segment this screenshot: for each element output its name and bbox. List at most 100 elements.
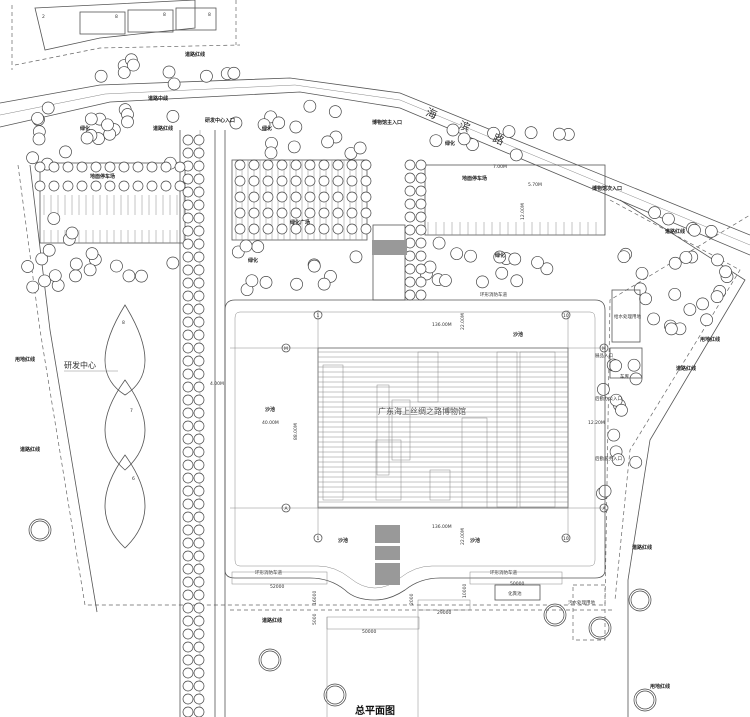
tree-icon — [193, 511, 205, 523]
tree-icon — [182, 225, 194, 237]
dimension-label: 88.00M — [293, 423, 299, 440]
tree-icon — [193, 628, 205, 640]
tree-icon — [193, 615, 205, 627]
tree-icon — [21, 260, 34, 273]
tree-icon — [193, 472, 205, 484]
tree-icon — [166, 256, 180, 270]
tree-icon — [182, 693, 194, 705]
tree-icon — [304, 223, 316, 235]
tree-icon — [248, 191, 260, 203]
dimension-label: 12.00M — [520, 203, 526, 220]
tree-icon — [182, 615, 194, 627]
tree-icon — [193, 277, 205, 289]
tree-icon — [193, 225, 205, 237]
tree-icon — [647, 312, 660, 326]
dimension-label: 29000 — [437, 610, 451, 616]
tree-icon — [174, 161, 186, 173]
dimension-label: 5000 — [312, 613, 318, 625]
site-red-line-label: 用地红线 — [649, 683, 670, 690]
tree-icon — [429, 134, 443, 148]
tree-icon — [182, 277, 194, 289]
structural-grid — [519, 351, 556, 508]
tree-icon — [26, 151, 39, 165]
tree-icon — [200, 69, 213, 83]
tree-icon — [84, 112, 98, 126]
road-name: 海 滨 路 — [424, 105, 506, 148]
tree-icon — [182, 134, 194, 146]
road-name-char: 路 — [491, 132, 506, 148]
tree-icon — [711, 253, 724, 267]
road-name-char: 滨 — [457, 118, 472, 135]
road-red-line-label: 道路红线 — [632, 544, 652, 551]
tree-icon — [248, 223, 260, 235]
tree-icon — [26, 280, 40, 294]
tree-icon — [62, 161, 74, 173]
tree-icon — [668, 256, 682, 270]
tree-icon — [457, 132, 471, 146]
tree-icon — [117, 66, 131, 79]
tree-icon — [59, 145, 72, 159]
tree-icon — [668, 287, 682, 301]
tree-icon — [193, 238, 205, 250]
tree-icon — [182, 264, 194, 276]
tree-icon — [415, 289, 427, 301]
tree-icon — [193, 420, 205, 432]
tree-icon — [704, 225, 718, 238]
dimension-label: 12.20M — [588, 420, 605, 426]
tree-icon — [182, 290, 194, 302]
tree-icon — [101, 118, 114, 132]
axis-label: A — [603, 506, 607, 512]
site-red-line — [17, 164, 750, 606]
tree-icon — [85, 247, 99, 260]
tree-icon — [110, 259, 123, 273]
tree-icon — [118, 161, 130, 173]
tree-icon — [132, 161, 144, 173]
tree-icon — [42, 243, 56, 257]
tree-icon — [229, 116, 243, 130]
dimension-label: 5.70M — [528, 182, 542, 188]
structural-grid — [496, 351, 518, 508]
tree-icon — [493, 250, 507, 264]
dimension-label: 4.00M — [210, 381, 224, 387]
tree-icon — [545, 605, 565, 625]
septic-tank — [494, 584, 541, 601]
tree-icon — [609, 393, 623, 407]
tree-icon — [360, 207, 372, 219]
tree-icon — [182, 641, 194, 653]
tree-icon — [182, 186, 194, 198]
tree-icon — [193, 563, 205, 575]
tree-icon — [360, 191, 372, 203]
tree-icon — [679, 251, 693, 264]
tree-icon — [121, 115, 134, 129]
tree-icon — [346, 191, 358, 203]
tree-icon — [234, 207, 246, 219]
service-entrance-label: 后勤服务入口 — [595, 455, 622, 462]
tree-icon — [41, 101, 55, 115]
tree-icon — [248, 175, 260, 187]
green-label: 绿化 — [495, 252, 505, 259]
tree-icon — [404, 276, 416, 288]
tree-icon — [700, 313, 713, 327]
tree-icon — [629, 372, 643, 386]
tree-icon — [325, 685, 345, 705]
area-labels: 绿化 绿化 绿化 绿化 绿化 绿化广场 地面停车场 地面停车场 沙池 沙池 沙池… — [14, 51, 720, 690]
tree-icon — [94, 69, 108, 83]
tree-icon — [193, 537, 205, 549]
road-center-line-label: 道路中线 — [148, 95, 168, 102]
tree-icon — [234, 223, 246, 235]
tree-icon — [307, 259, 321, 273]
tree-icon — [272, 116, 286, 130]
tree-icon — [639, 292, 652, 306]
axis-label: 1 — [317, 313, 320, 319]
tree-icon — [360, 175, 372, 187]
tree-icon — [30, 520, 50, 540]
road-red-line-label: 道路红线 — [676, 365, 696, 372]
tree-icon — [234, 159, 246, 171]
side-entrance-label: 博物馆次入口 — [592, 185, 622, 192]
tree-icon — [290, 207, 302, 219]
tree-icon — [182, 368, 194, 380]
tree-icon — [318, 223, 330, 235]
tree-icon — [508, 252, 522, 266]
dimension-label: 50000 — [362, 629, 376, 635]
